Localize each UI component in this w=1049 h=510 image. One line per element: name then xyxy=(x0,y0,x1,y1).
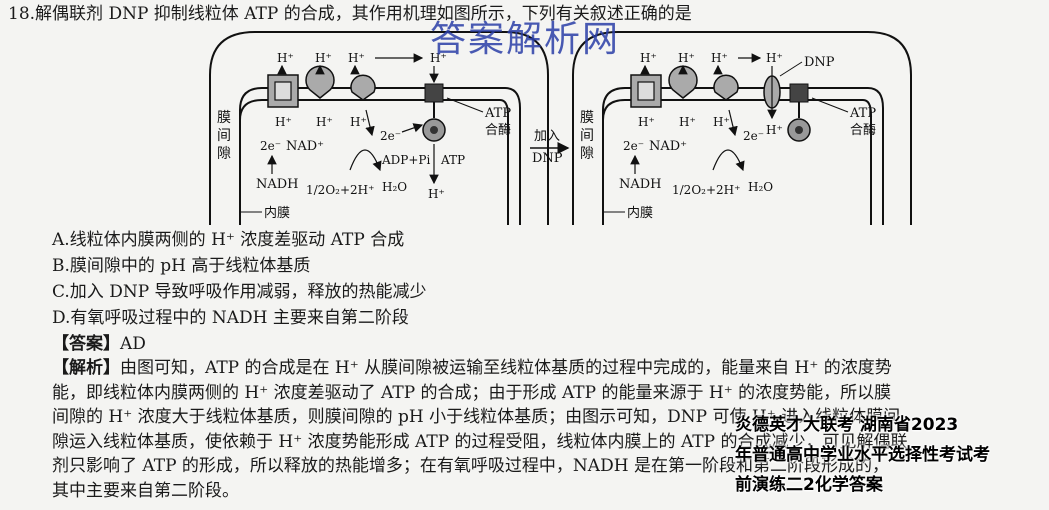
space-label-3: 隙 xyxy=(217,146,231,162)
watermark-top: 答案解析网 xyxy=(430,19,621,60)
question-stem: 18.解偶联剂 DNP 抑制线粒体 ATP 的合成，其作用机理如图所示，下列有关… xyxy=(8,4,692,24)
electron-label: 2e⁻ xyxy=(260,139,281,153)
h-label: H⁺ xyxy=(428,187,445,201)
atp-synthase-label-2: 合酶 xyxy=(485,122,511,138)
watermark-bottom-line-1: 炎德英才大联考 湖南省2023 xyxy=(735,415,959,435)
inner-membrane-label: 内膜 xyxy=(264,205,290,221)
electron-label: 2e⁻ xyxy=(743,129,764,143)
explanation-line: 剂只影响了 ATP 的形成，所以释放的热能增多；在有氧呼吸过程中，NADH 是在… xyxy=(52,456,889,476)
h-label: H⁺ xyxy=(766,123,783,137)
atp-synthase-label-1: ATP xyxy=(484,106,511,121)
add-dnp-arrow: 加入 DNP xyxy=(530,129,570,166)
explanation-line: 其中主要来自第二阶段。 xyxy=(52,480,239,501)
h-label: H⁺ xyxy=(713,115,730,129)
electron-label: 2e⁻ xyxy=(380,129,401,143)
explanation-line: 【解析】由图可知，ATP 的合成是在 H⁺ 从膜间隙被运输至线粒体基质的过程中完… xyxy=(52,356,1012,381)
explanation-text: 由图可知，ATP 的合成是在 H⁺ 从膜间隙被运输至线粒体基质的过程中完成的，能… xyxy=(120,358,892,378)
h-label: H⁺ xyxy=(711,51,728,65)
h-label: H⁺ xyxy=(350,115,367,129)
option-a: A.线粒体内膜两侧的 H⁺ 浓度差驱动 ATP 合成 xyxy=(52,230,405,250)
add-dnp-label-2: DNP xyxy=(532,151,563,166)
option-b: B.膜间隙中的 pH 高于线粒体基质 xyxy=(52,256,311,276)
water-label: H₂O xyxy=(382,180,407,194)
h-label: H⁺ xyxy=(430,51,447,65)
h-label: H⁺ xyxy=(277,51,294,65)
space-label-3: 隙 xyxy=(580,146,594,162)
mechanism-diagram: 膜 间 隙 H⁺ H⁺ H⁺ H⁺ H⁺ H⁺ H⁺ 2e⁻ 2e⁻ NAD⁺ … xyxy=(209,31,912,225)
h-label: H⁺ xyxy=(640,51,657,65)
diagram-right-panel: 膜 间 隙 H⁺ H⁺ H⁺ H⁺ DNP H⁺ H⁺ H⁺ H⁺ 2e⁻ 2e… xyxy=(572,31,912,225)
h-label: H⁺ xyxy=(316,115,333,129)
h-label: H⁺ xyxy=(679,115,696,129)
nadh-label: NADH xyxy=(619,177,662,192)
h-label: H⁺ xyxy=(348,51,365,65)
nadh-label: NADH xyxy=(256,177,299,192)
add-dnp-label-1: 加入 xyxy=(534,129,560,144)
dnp-label: DNP xyxy=(804,55,835,70)
diagram-left-panel: 膜 间 隙 H⁺ H⁺ H⁺ H⁺ H⁺ H⁺ H⁺ 2e⁻ 2e⁻ NAD⁺ … xyxy=(209,31,549,225)
space-label-2: 间 xyxy=(580,128,594,144)
explanation-line: 能，即线粒体内膜两侧的 H⁺ 浓度差驱动了 ATP 的合成；由于形成 ATP 的… xyxy=(52,382,892,403)
explanation: 【解析】由图可知，ATP 的合成是在 H⁺ 从膜间隙被运输至线粒体基质的过程中完… xyxy=(52,356,1012,503)
inner-membrane-label: 内膜 xyxy=(627,205,653,221)
space-label-1: 膜 xyxy=(580,110,594,126)
atp-synthase-label-1: ATP xyxy=(849,106,876,121)
h-label: H⁺ xyxy=(638,115,655,129)
electron-label: 2e⁻ xyxy=(623,139,644,153)
answer-line: 【答案】AD xyxy=(52,332,146,356)
option-d: D.有氧呼吸过程中的 NADH 主要来自第二阶段 xyxy=(52,308,409,328)
option-c: C.加入 DNP 导致呼吸作用减弱，释放的热能减少 xyxy=(52,282,427,302)
explanation-line: 隙运入线粒体基质，使依赖于 H⁺ 浓度势能形成 ATP 的过程受阻，线粒体内膜上… xyxy=(52,431,908,452)
h-label: H⁺ xyxy=(275,115,292,129)
explanation-label: 【解析】 xyxy=(52,358,120,378)
atp-label: ATP xyxy=(440,153,465,167)
answer-value: AD xyxy=(120,334,146,354)
oxygen-label: 1/2O₂+2H⁺ xyxy=(672,183,740,197)
adp-label: ADP+Pi xyxy=(381,153,430,167)
answer-label: 【答案】 xyxy=(52,334,120,354)
oxygen-label: 1/2O₂+2H⁺ xyxy=(306,183,374,197)
h-label: H⁺ xyxy=(678,51,695,65)
watermark-bottom-line-3: 前演练二2化学答案 xyxy=(735,475,883,495)
nad-label: NAD⁺ xyxy=(286,139,324,154)
atp-synthase-label-2: 合酶 xyxy=(850,122,876,138)
watermark-bottom-line-2: 年普通高中学业水平选择性考试考 xyxy=(735,445,990,465)
space-label-2: 间 xyxy=(217,128,231,144)
explanation-line: 间隙的 H⁺ 浓度大于线粒体基质，则膜间隙的 pH 小于线粒体基质；由图示可知，… xyxy=(52,407,901,427)
space-label-1: 膜 xyxy=(217,110,231,126)
h-label: H⁺ xyxy=(766,51,783,65)
h-label: H⁺ xyxy=(315,51,332,65)
water-label: H₂O xyxy=(748,180,773,194)
nad-label: NAD⁺ xyxy=(649,139,687,154)
